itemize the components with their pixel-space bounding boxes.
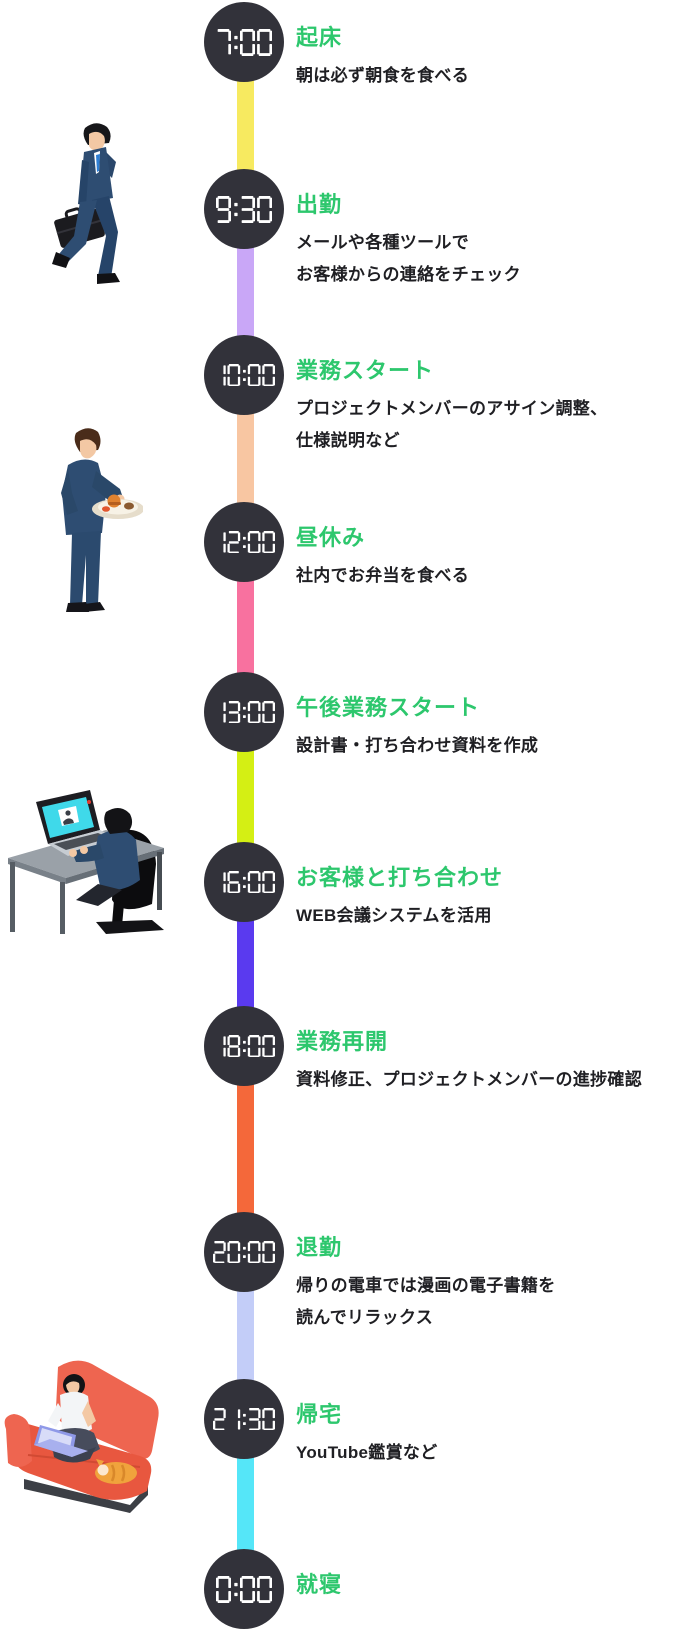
entry-title: 就寝 — [296, 1572, 343, 1597]
entry-description: 社内でお弁当を食べる — [296, 560, 469, 592]
businessman-holding-lunch-plate-illustration — [61, 428, 143, 612]
description-line: 資料修正、プロジェクトメンバーの進捗確認 — [296, 1070, 642, 1089]
clock-icon-2000 — [204, 1212, 284, 1292]
timeline-segment — [237, 1046, 254, 1252]
timeline-entry-0700: 起床 朝は必ず朝食を食べる — [0, 2, 690, 92]
timeline-line — [237, 42, 254, 1589]
clock-icon-1200 — [204, 502, 284, 582]
clock-icon-2130 — [204, 1379, 284, 1459]
entry-description: メールや各種ツールでお客様からの連絡をチェック — [296, 227, 521, 291]
timeline-segment — [237, 1252, 254, 1419]
timeline-segment — [237, 1419, 254, 1589]
timeline-entry-1800: 業務再開 資料修正、プロジェクトメンバーの進捗確認 — [0, 1006, 690, 1096]
entry-description: プロジェクトメンバーのアサイン調整、仕様説明など — [296, 393, 607, 457]
description-line: プロジェクトメンバーのアサイン調整、 — [296, 399, 608, 418]
description-line: 仕様説明など — [296, 431, 400, 450]
description-line: 読んでリラックス — [296, 1308, 434, 1327]
entry-title: お客様と打ち合わせ — [296, 865, 504, 890]
timeline-segment — [237, 209, 254, 375]
timeline-entry-1300: 午後業務スタート 設計書・打ち合わせ資料を作成 — [0, 672, 690, 762]
entry-description: 帰りの電車では漫画の電子書籍を読んでリラックス — [296, 1270, 556, 1334]
timeline-entry-1600: お客様と打ち合わせ WEB会議システムを活用 — [0, 842, 690, 932]
entry-description: 朝は必ず朝食を食べる — [296, 60, 469, 92]
entry-description: 設計書・打ち合わせ資料を作成 — [296, 730, 538, 762]
man-on-sofa-with-laptop-and-cat-illustration — [4, 1360, 159, 1513]
timeline-segment — [237, 712, 254, 882]
entry-title: 午後業務スタート — [296, 695, 481, 720]
clock-icon-0930 — [204, 169, 284, 249]
entry-title: 帰宅 — [296, 1402, 343, 1427]
entry-description: 資料修正、プロジェクトメンバーの進捗確認 — [296, 1064, 642, 1096]
description-line: メールや各種ツールで — [296, 233, 469, 252]
description-line: YouTube鑑賞など — [296, 1443, 438, 1462]
entry-title: 起床 — [296, 25, 343, 50]
timeline-segment — [237, 542, 254, 712]
timeline-segment — [237, 42, 254, 209]
timeline-entry-2130: 帰宅 YouTube鑑賞など — [0, 1379, 690, 1469]
entry-description: YouTube鑑賞など — [296, 1437, 438, 1469]
entry-title: 業務再開 — [296, 1029, 389, 1054]
timeline-entry-1000: 業務スタート プロジェクトメンバーのアサイン調整、仕様説明など — [0, 335, 690, 450]
clock-icon-0700 — [204, 2, 284, 82]
timeline-segment — [237, 375, 254, 542]
description-line: 朝は必ず朝食を食べる — [296, 66, 469, 85]
timeline-segment — [237, 882, 254, 1046]
entry-title: 昼休み — [296, 525, 366, 550]
description-line: 設計書・打ち合わせ資料を作成 — [296, 736, 539, 755]
clock-icon-1000 — [204, 335, 284, 415]
description-line: お客様からの連絡をチェック — [296, 265, 521, 284]
timeline-entry-1200: 昼休み 社内でお弁当を食べる — [0, 502, 690, 592]
clock-icon-1600 — [204, 842, 284, 922]
entry-description: WEB会議システムを活用 — [296, 900, 503, 932]
description-line: WEB会議システムを活用 — [296, 906, 492, 925]
description-line: 社内でお弁当を食べる — [296, 566, 469, 585]
entry-title: 退勤 — [296, 1235, 343, 1260]
timeline-entry-0930: 出勤 メールや各種ツールでお客様からの連絡をチェック — [0, 169, 690, 284]
businessman-at-desk-web-meeting-illustration — [8, 790, 164, 934]
clock-icon-1800 — [204, 1006, 284, 1086]
clock-icon-1300 — [204, 672, 284, 752]
businessman-walking-with-briefcase-illustration — [52, 123, 120, 284]
entry-title: 出勤 — [296, 192, 343, 217]
timeline-entry-2000: 退勤 帰りの電車では漫画の電子書籍を読んでリラックス — [0, 1212, 690, 1327]
description-line: 帰りの電車では漫画の電子書籍を — [296, 1276, 556, 1295]
entry-title: 業務スタート — [296, 358, 435, 383]
timeline-entry-0000: 就寝 — [0, 1549, 690, 1639]
clock-icon-0000 — [204, 1549, 284, 1629]
